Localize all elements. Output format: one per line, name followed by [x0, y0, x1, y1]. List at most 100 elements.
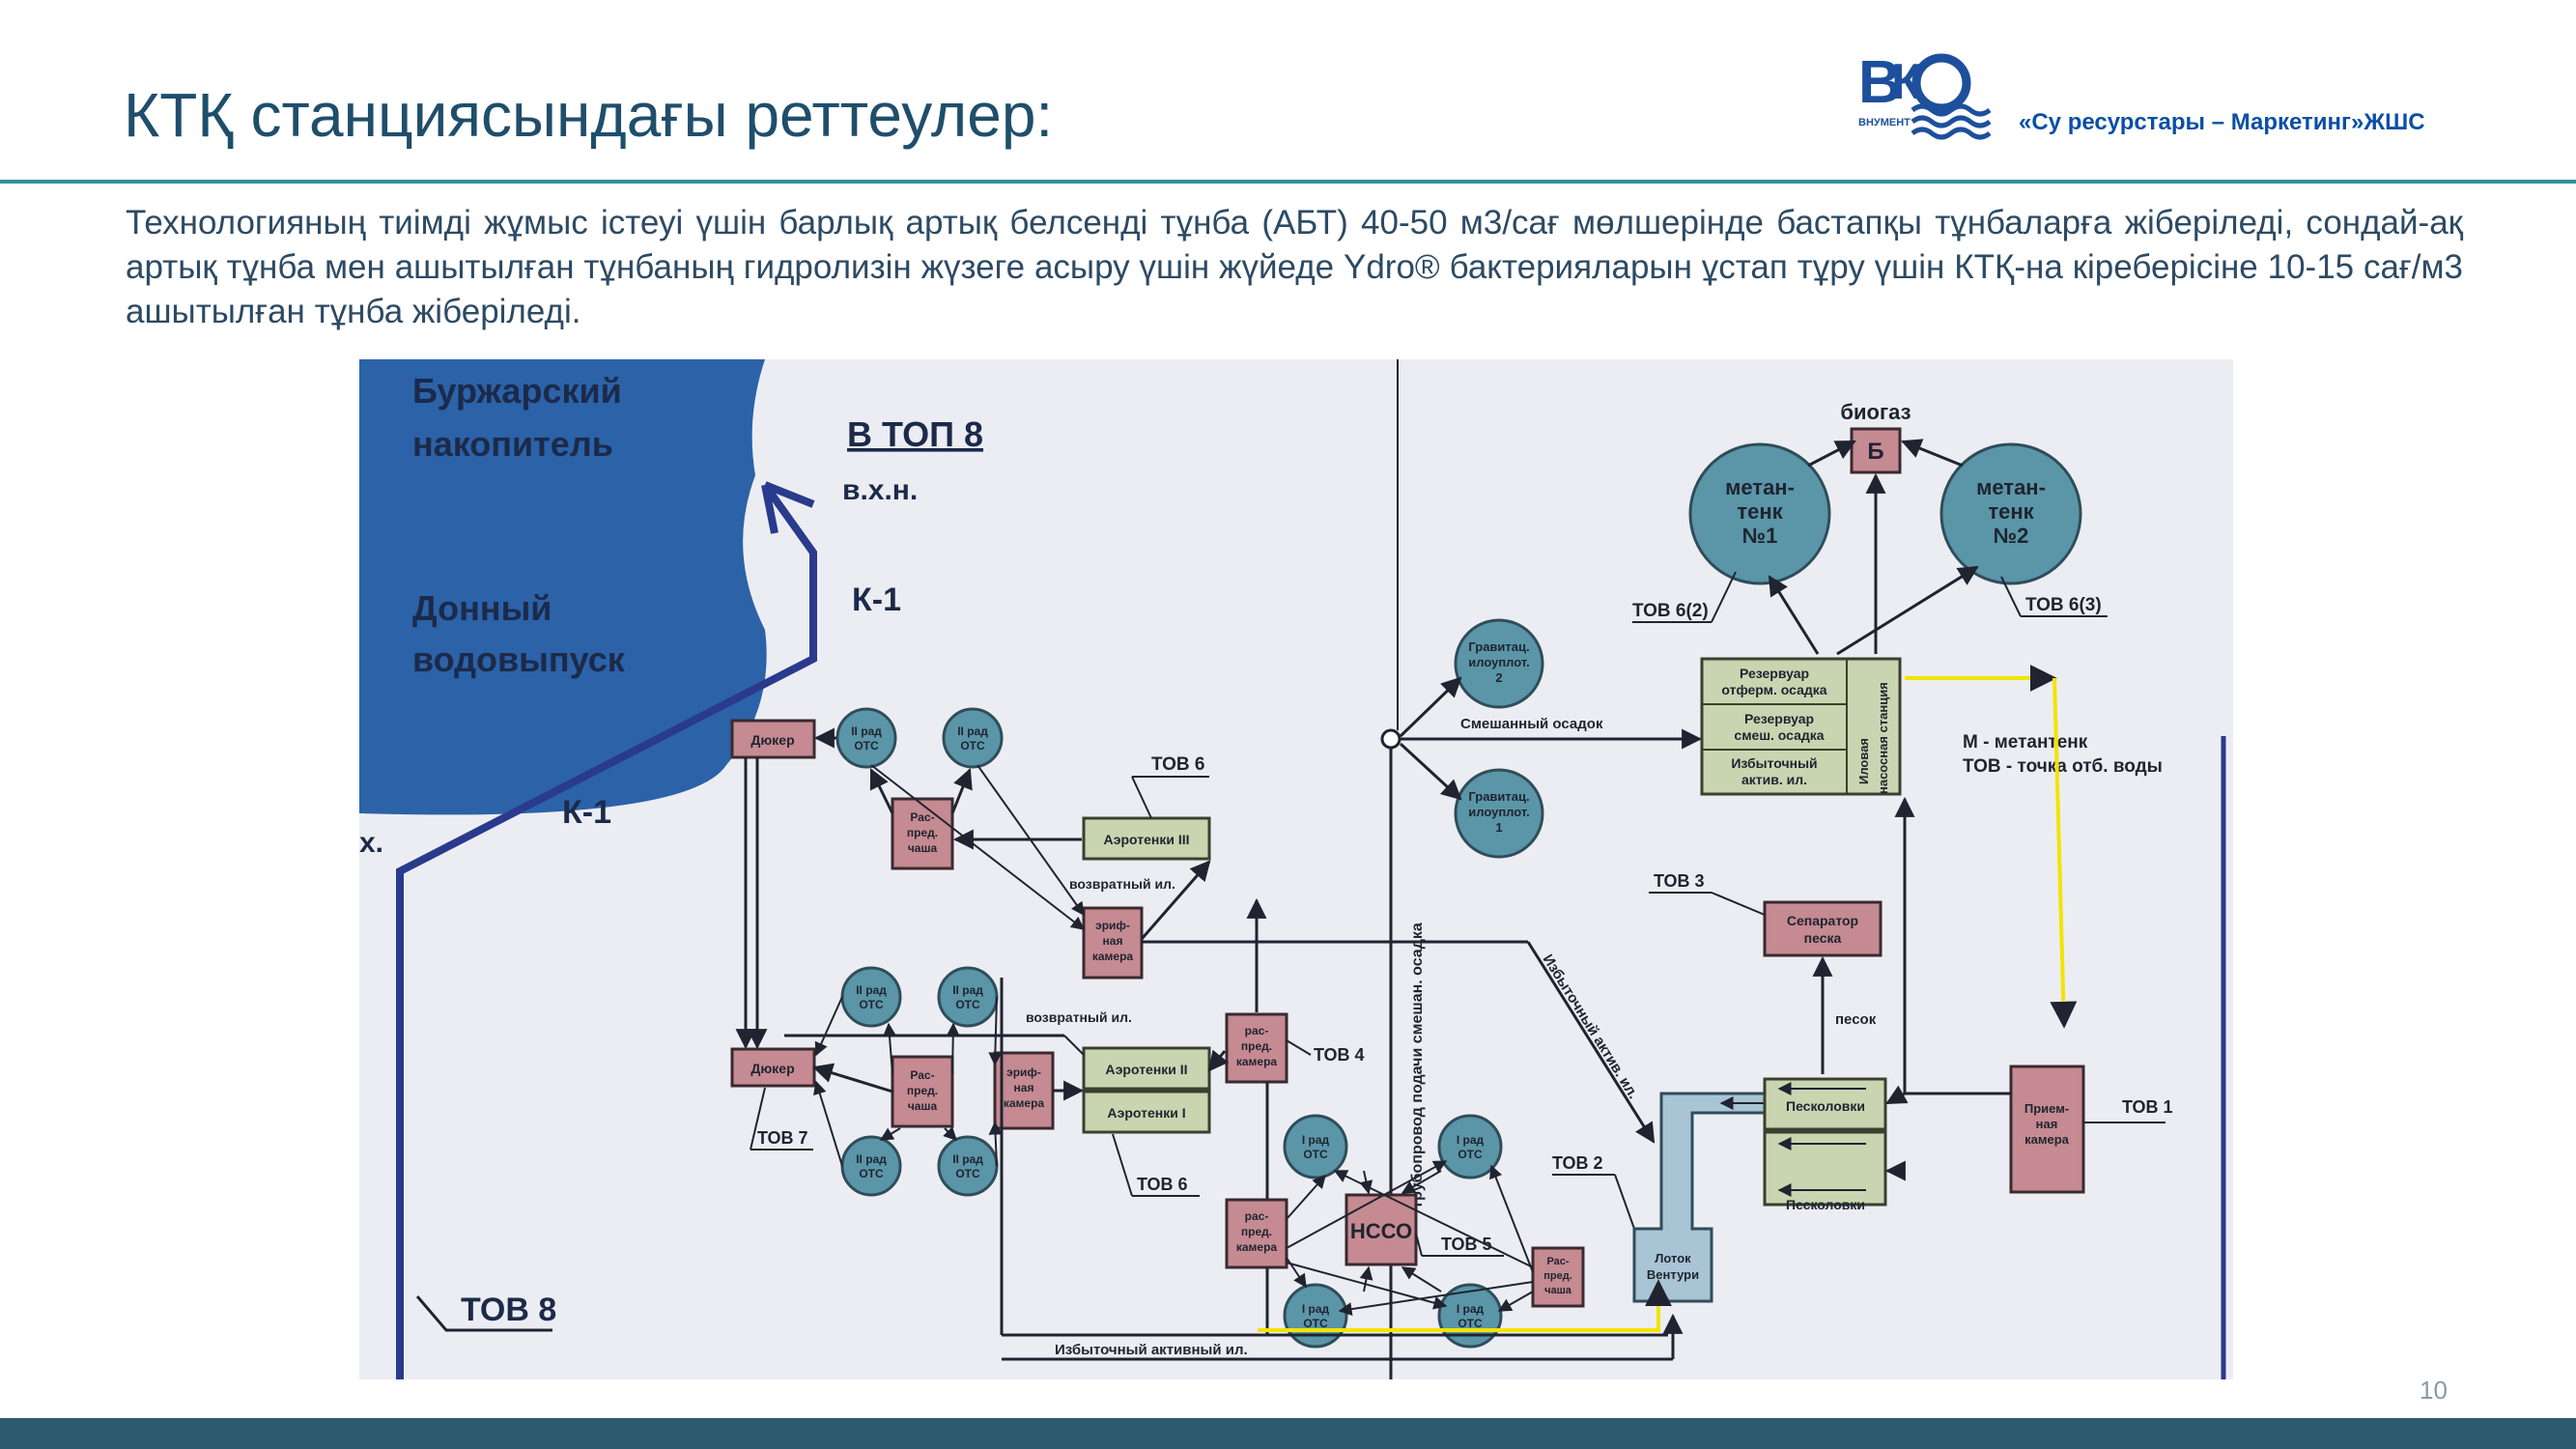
secondary-clarifier — [942, 707, 1004, 769]
company-name: «Су ресурстары – Маркетинг»ЖШС — [2019, 109, 2425, 135]
sand-label: песок — [1835, 1011, 1877, 1028]
secondary-clarifier — [835, 707, 897, 769]
diagram-label: рас- — [1245, 1024, 1269, 1037]
diagram-label: Дюкер — [750, 1061, 794, 1076]
diagram-label: 2 — [1495, 670, 1502, 685]
diagram-label: камера — [1236, 1055, 1278, 1068]
diagram-label: пред. — [1543, 1270, 1572, 1282]
diagram-label: Рас- — [910, 1068, 934, 1082]
return-sludge-label-bottom: возвратный ил. — [1026, 1009, 1132, 1025]
diagram-label: илоуплот. — [1468, 655, 1529, 669]
diagram-label: отферм. осадка — [1721, 682, 1826, 697]
diagram-label: Сепаратор — [1787, 913, 1858, 928]
tob1-label: ТОВ 1 — [2122, 1097, 2173, 1117]
body-paragraph: Технологияның тиімді жұмыс істеуі үшін б… — [126, 204, 2463, 330]
excess-sludge-label: Избыточный актив. ил. — [1540, 952, 1642, 1101]
distribution-chamber — [1225, 1198, 1288, 1269]
diagram-label: ОТС — [859, 998, 884, 1011]
footer-bar — [0, 1418, 2576, 1449]
diagram-label: ная — [2036, 1117, 2058, 1131]
to-top8-label: В ТОП 8 — [847, 414, 983, 454]
diagram-label: II рад — [851, 724, 882, 738]
tob6-2-label: ТОВ 6(2) — [1632, 601, 1709, 621]
bottom-outlet-label-1: Донный — [412, 588, 552, 628]
reservoir-shape — [359, 359, 767, 815]
diagram-label: камера — [1236, 1240, 1278, 1254]
tob4-label: ТОВ 4 — [1314, 1045, 1365, 1065]
diuker-top — [730, 719, 816, 759]
company-logo: В К ВНУМЕНТ — [1854, 43, 1999, 149]
diagram-label: метан- — [1725, 475, 1795, 499]
page-number: 10 — [2420, 1376, 2448, 1405]
diagram-label: чаша — [1544, 1285, 1572, 1296]
venturi-flume — [1632, 1092, 1771, 1303]
diagram-label: ОТС — [955, 998, 980, 1011]
sludge-reservoir-block — [1700, 657, 1902, 796]
diagram-label: Резервуар — [1740, 666, 1809, 681]
primary-clarifier — [1283, 1283, 1348, 1349]
diagram-label: смеш. осадка — [1734, 727, 1824, 743]
title-divider — [0, 180, 2576, 184]
return-sludge-label-top: возвратный ил. — [1069, 876, 1175, 892]
diagram-label: насосная станция — [1876, 682, 1890, 794]
k1-label-top: К-1 — [852, 582, 901, 618]
gravity-thickener-1 — [1454, 768, 1544, 859]
sand-separator — [1763, 900, 1882, 957]
diagram-label: Аэротенки I — [1107, 1105, 1185, 1121]
tob8-label: ТОВ 8 — [461, 1292, 556, 1328]
diagram-label: Дюкер — [750, 732, 794, 748]
diagram-label: Аэротенки II — [1105, 1062, 1187, 1077]
diagram-label: чаша — [908, 841, 938, 855]
logo-subtext: ВНУМЕНТ — [1858, 117, 1911, 128]
distribution-bowl — [891, 797, 954, 870]
diagram-label: ОТС — [955, 1167, 980, 1180]
diagram-label: Резервуар — [1744, 711, 1814, 726]
diagram-label: пред. — [1241, 1039, 1272, 1053]
diagram-label: Иловая — [1856, 738, 1871, 784]
primary-clarifier — [1283, 1114, 1348, 1179]
diagram-label: актив. ил. — [1741, 772, 1807, 787]
page-title: КТҚ станциясындағы реттеулер: — [124, 80, 1054, 150]
tob7-label: ТОВ 7 — [757, 1128, 808, 1148]
x-mark: х. — [359, 827, 383, 859]
secondary-clarifier — [840, 1135, 902, 1197]
diagram-label: Б — [1867, 439, 1883, 465]
legend-line-2: ТОВ - точка отб. воды — [1963, 756, 2163, 777]
diagram-label: пред. — [907, 826, 938, 839]
diagram-label: тенк — [1988, 499, 2034, 524]
aerotank-1 — [1082, 1090, 1211, 1134]
diagram-label: камера — [1092, 950, 1134, 963]
diagram-label: 1 — [1495, 820, 1502, 835]
diagram-label: ОТС — [1458, 1317, 1483, 1330]
diagram-label: Вентури — [1647, 1267, 1699, 1282]
secondary-clarifier — [937, 1135, 999, 1197]
tob5-label: ТОВ 5 — [1441, 1235, 1492, 1254]
k1-channel — [396, 482, 817, 1379]
metantank-2 — [1939, 442, 2082, 585]
diagram-label: Аэротенки III — [1103, 832, 1189, 847]
biogas-box — [1850, 427, 1902, 474]
legend-line-1: М - метантенк — [1963, 732, 2088, 753]
diagram-label: эриф- — [1006, 1065, 1041, 1079]
gravity-thickener-2 — [1454, 618, 1544, 709]
biogas-label: биогаз — [1840, 400, 1911, 424]
diagram-label: Песколовки — [1786, 1197, 1865, 1212]
tob2-label: ТОВ 2 — [1552, 1153, 1603, 1173]
diagram-label: II рад — [856, 983, 887, 997]
diagram-label: ная — [1014, 1081, 1034, 1094]
diagram-label: тенк — [1737, 499, 1783, 524]
distribution-chamber — [1225, 1012, 1288, 1084]
svg-text:В: В — [1858, 49, 1902, 116]
diagram-label: Песколовки — [1786, 1098, 1865, 1114]
reservoir-label-1: Буржарский — [412, 371, 622, 411]
diagram-label: песка — [1804, 930, 1842, 946]
k1-label-bottom: К-1 — [562, 794, 611, 831]
diagram-label: пред. — [907, 1084, 938, 1097]
diagram-label: ОТС — [960, 739, 985, 753]
diagram-label: камера — [2024, 1132, 2070, 1147]
diagram-label: Гравитац. — [1468, 789, 1529, 804]
diagram-label: пред. — [1241, 1225, 1272, 1238]
distribution-bowl-small — [1531, 1246, 1585, 1308]
diagram-label: №2 — [1994, 524, 2029, 548]
diagram-label: НССО — [1350, 1219, 1412, 1243]
